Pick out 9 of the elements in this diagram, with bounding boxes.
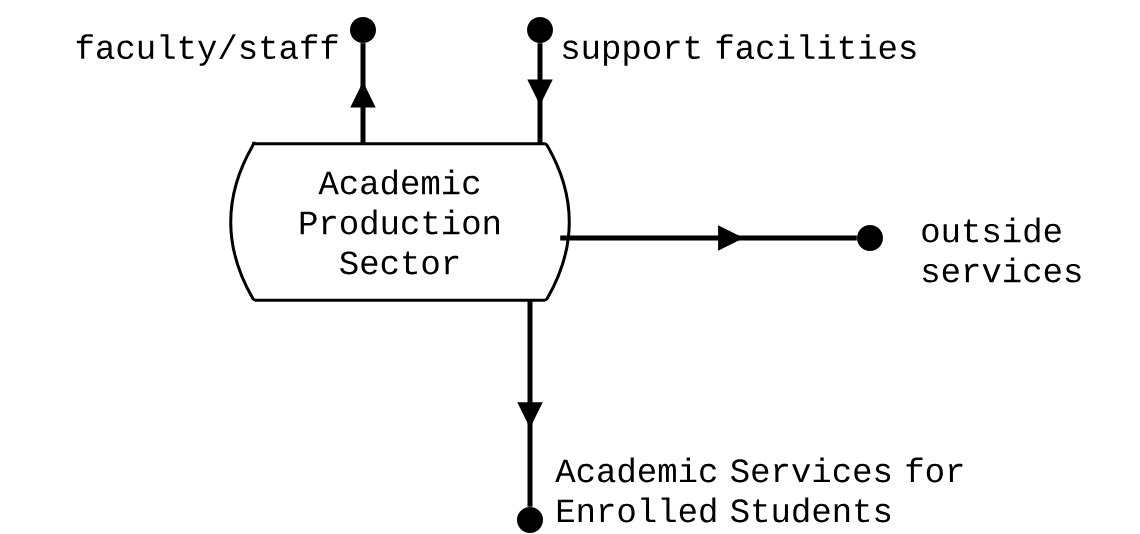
process-box: Academic Production Sector — [229, 140, 571, 302]
node-label: support facilities — [563, 34, 916, 66]
terminal-dot — [857, 225, 883, 251]
node-label: Academic Services for Enrolled Students — [555, 457, 963, 523]
terminal-dot — [517, 507, 543, 533]
node-label: faculty/staff — [76, 34, 338, 66]
terminal-dot — [527, 17, 553, 43]
terminal-dot — [350, 17, 376, 43]
node-label: outside services — [922, 217, 1081, 283]
